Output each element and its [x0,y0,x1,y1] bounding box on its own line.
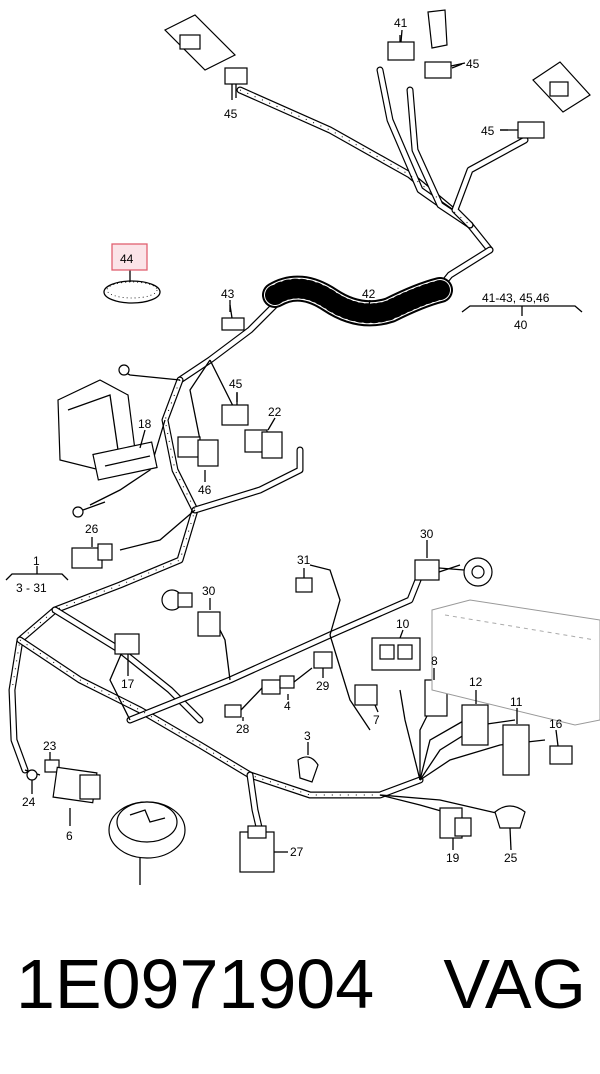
bulb-30-right [414,557,493,587]
callout-10: 10 [396,617,410,631]
callout-41: 41 [394,16,408,30]
connector-31 [295,577,313,593]
connector-19 [439,807,472,839]
callout-43: 43 [221,287,235,301]
switch-top [427,9,448,49]
callout-44: 44 [120,252,134,266]
callout-labels: 41 45 45 45 44 43 42 45 22 18 46 26 31 3… [16,16,563,865]
clip-3 [297,756,319,783]
ground-eyelet-mid [72,501,106,518]
grommet-44 [103,280,161,304]
bulb-holder-18 [92,441,158,481]
connector-29 [313,651,333,669]
callout-30-left: 30 [202,584,216,598]
connector-12 [461,704,489,746]
callout-12: 12 [469,675,483,689]
connector-24 [26,769,38,781]
connector-30-left [197,611,221,637]
callout-7: 7 [373,713,380,727]
inline-connector-4 [261,667,313,695]
callout-26: 26 [85,522,99,536]
callout-31: 31 [297,553,311,567]
callout-28: 28 [236,722,250,736]
interior-lamp-left [163,14,237,71]
connector-46 [177,436,219,467]
callout-16: 16 [549,717,563,731]
group-bracket-40 [461,305,583,316]
callout-6: 6 [66,829,73,843]
group-label-41-46: 41-43, 45,46 [482,291,550,305]
callout-45-top-left: 45 [224,107,238,121]
connector-28 [224,687,263,718]
harness-trunks [8,66,529,844]
relay-holder-10 [371,637,421,671]
group-label-3-31: 3 - 31 [16,581,47,595]
control-unit [431,599,600,726]
group-label-1: 1 [33,554,40,568]
callout-11: 11 [510,695,523,709]
callout-46: 46 [198,483,212,497]
callout-19: 19 [446,851,460,865]
callout-25: 25 [504,851,518,865]
brand-text: VAG [443,945,586,1023]
callout-45-mid: 45 [229,377,243,391]
connector-16 [549,745,573,765]
connector-27 [239,825,275,873]
lamp-socket-25 [494,805,526,829]
bulb-30-left [161,589,193,611]
leader-lines [31,29,559,853]
callout-42: 42 [362,287,376,301]
part-number-text: 1E0971904 [16,945,375,1023]
coiled-harness-42 [262,275,453,327]
callout-27: 27 [290,845,304,859]
connector-26 [71,543,113,569]
callout-30-right: 30 [420,527,434,541]
connector-45b [424,61,466,79]
highlight-box-44 [111,243,148,271]
round-grommet [108,801,186,885]
connector-17 [114,633,140,655]
connector-45d [221,393,249,426]
connector-11 [502,724,530,776]
clip-43 [221,304,245,331]
connector-45a [224,67,248,98]
callout-23: 23 [43,739,57,753]
connector-45c [500,121,545,139]
connector-22 [244,429,283,459]
connector-6 [52,766,101,804]
callout-18: 18 [138,417,152,431]
group-label-40: 40 [514,318,528,332]
callout-22: 22 [268,405,282,419]
callout-24: 24 [22,795,36,809]
callout-17: 17 [121,677,135,691]
group-bracket-1 [5,566,69,581]
interior-lamp-right [532,61,591,113]
callout-45-right: 45 [481,124,495,138]
callout-3: 3 [304,729,311,743]
ground-eyelet-top [118,364,130,376]
callout-45-top-right: 45 [466,57,480,71]
connector-7 [354,684,378,706]
connector-23 [44,759,60,773]
callout-29: 29 [316,679,330,693]
callout-8: 8 [431,654,438,668]
callout-4: 4 [284,699,291,713]
